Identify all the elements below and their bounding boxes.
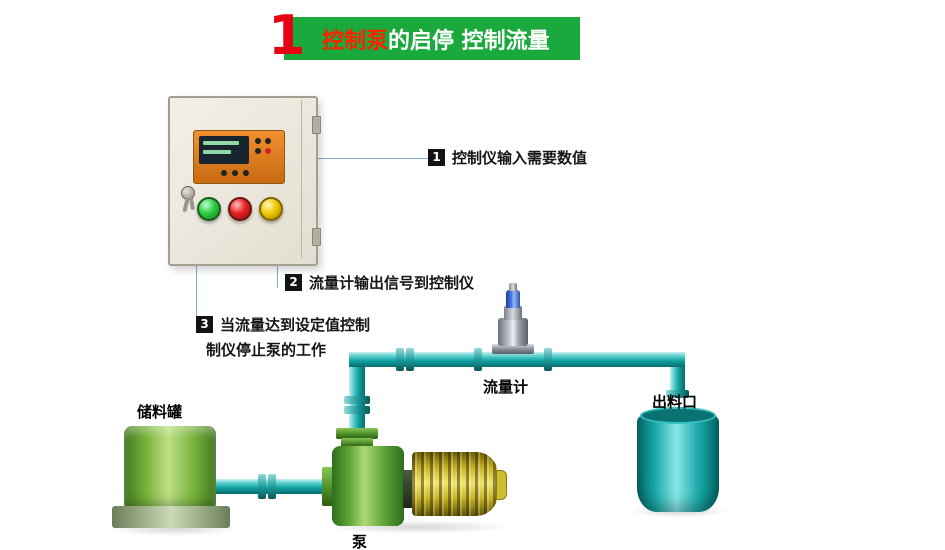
cabinet-hinge-top <box>312 116 321 134</box>
pipe-flange <box>406 348 414 371</box>
label-storage-tank: 储料罐 <box>137 403 183 421</box>
flow-meter-base <box>492 344 534 354</box>
outlet-drop-flange <box>666 390 689 398</box>
pump-top-flange <box>336 428 378 439</box>
storage-tank-base <box>112 506 230 528</box>
title-banner: 1 控制泵 的启停 控制流量 <box>268 8 580 64</box>
cabinet-hinge-bottom <box>312 228 321 246</box>
label-outlet: 出料口 <box>652 393 698 411</box>
annotation-2-marker: 2 <box>285 274 302 291</box>
step-number: 1 <box>268 4 306 67</box>
pipe-flange <box>544 348 552 371</box>
outlet-opening <box>640 407 716 424</box>
screen-line <box>203 150 231 154</box>
controller-key-button <box>232 170 238 176</box>
annotation-1-marker: 1 <box>428 149 445 166</box>
pipe-flange <box>396 348 404 371</box>
pump <box>332 446 404 526</box>
annotation-1-text: 控制仪输入需要数值 <box>452 149 588 167</box>
indicator-button-red <box>228 197 252 221</box>
title-highlight: 控制泵 <box>322 28 389 54</box>
label-flow-meter: 流量计 <box>483 378 529 396</box>
annotation-3-text-line1: 当流量达到设定值控制 <box>220 316 371 334</box>
annotation-3-marker: 3 <box>196 316 213 333</box>
controller-key-button <box>243 170 249 176</box>
flow-meter-neck <box>504 306 522 320</box>
pipe-flange <box>268 474 276 499</box>
pump-suction-flange <box>322 467 334 506</box>
indicator-button-green <box>197 197 221 221</box>
storage-tank <box>124 426 216 508</box>
flow-meter-body <box>498 318 528 346</box>
annotation-2: 2 流量计输出信号到控制仪 <box>285 274 474 293</box>
title-rest: 的启停 控制流量 <box>388 28 550 54</box>
pipe-top-run <box>349 352 685 367</box>
riser-flange <box>344 396 370 404</box>
connector-line-2 <box>277 262 278 288</box>
annotation-2-text: 流量计输出信号到控制仪 <box>309 274 475 292</box>
controller-key-button <box>265 138 271 144</box>
controller-key-button <box>265 148 271 154</box>
controller-key-button <box>255 138 261 144</box>
pump-top-flange <box>341 438 373 447</box>
annotation-1: 1 控制仪输入需要数值 <box>428 149 587 168</box>
annotation-3: 3 当流量达到设定值控制 制仪停止泵的工作 <box>196 316 370 360</box>
pump-motor-coupling <box>403 470 413 508</box>
connector-line-3 <box>196 262 197 320</box>
motor-end-cap <box>496 470 507 500</box>
label-pump: 泵 <box>352 533 368 550</box>
flow-meter-tip <box>509 283 517 291</box>
pipe-flange <box>258 474 266 499</box>
motor <box>412 452 498 516</box>
riser-flange <box>344 406 370 414</box>
indicator-button-yellow <box>259 197 283 221</box>
outlet-container <box>637 414 719 512</box>
connector-line-1 <box>286 158 428 159</box>
screen-line <box>203 141 239 145</box>
flow-meter-sensor <box>506 290 520 308</box>
pipe-flange <box>474 348 482 371</box>
cabinet-door-seam <box>301 100 302 258</box>
annotation-3-text-line2: 制仪停止泵的工作 <box>206 341 327 359</box>
controller-key-button <box>221 170 227 176</box>
controller-key-button <box>255 148 261 154</box>
annotation-3-row: 3 当流量达到设定值控制 <box>196 316 370 335</box>
